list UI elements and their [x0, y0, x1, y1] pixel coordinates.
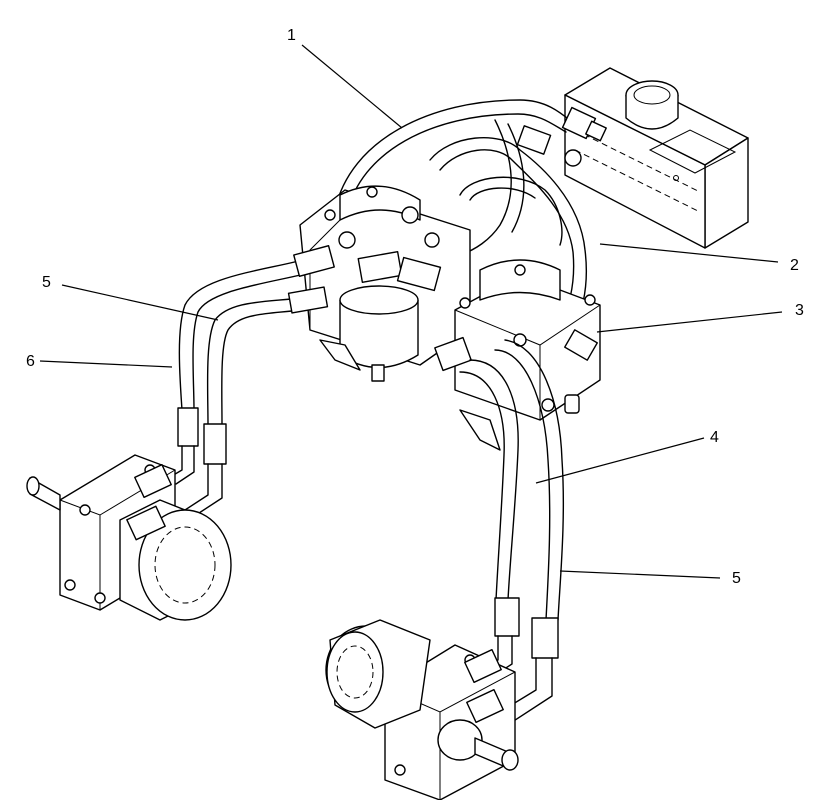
callout-6: 6 [26, 353, 35, 370]
leader-6 [39, 360, 173, 368]
right-hoses [459, 339, 565, 727]
leader-4 [535, 437, 705, 484]
callout-labels: 1 2 3 4 5 5 6 [26, 27, 804, 587]
callout-1: 1 [287, 27, 296, 44]
leader-3 [596, 311, 783, 333]
leader-lines [39, 44, 783, 579]
callout-5b: 5 [732, 570, 741, 587]
callout-2: 2 [790, 257, 799, 274]
callout-5a: 5 [42, 274, 51, 291]
second-pump [434, 259, 601, 451]
leader-5b [559, 570, 721, 579]
leader-1 [301, 44, 403, 129]
callout-4: 4 [710, 429, 719, 446]
leader-2 [599, 243, 779, 263]
left-hoses [164, 245, 335, 516]
lower-motor [325, 619, 519, 800]
left-motor [26, 454, 232, 621]
callout-3: 3 [795, 302, 804, 319]
leader-5a [61, 284, 219, 321]
hose-2 [429, 119, 588, 336]
pump-valve-body [299, 185, 471, 382]
hose-1 [334, 99, 607, 215]
reservoir-tank [564, 67, 749, 249]
